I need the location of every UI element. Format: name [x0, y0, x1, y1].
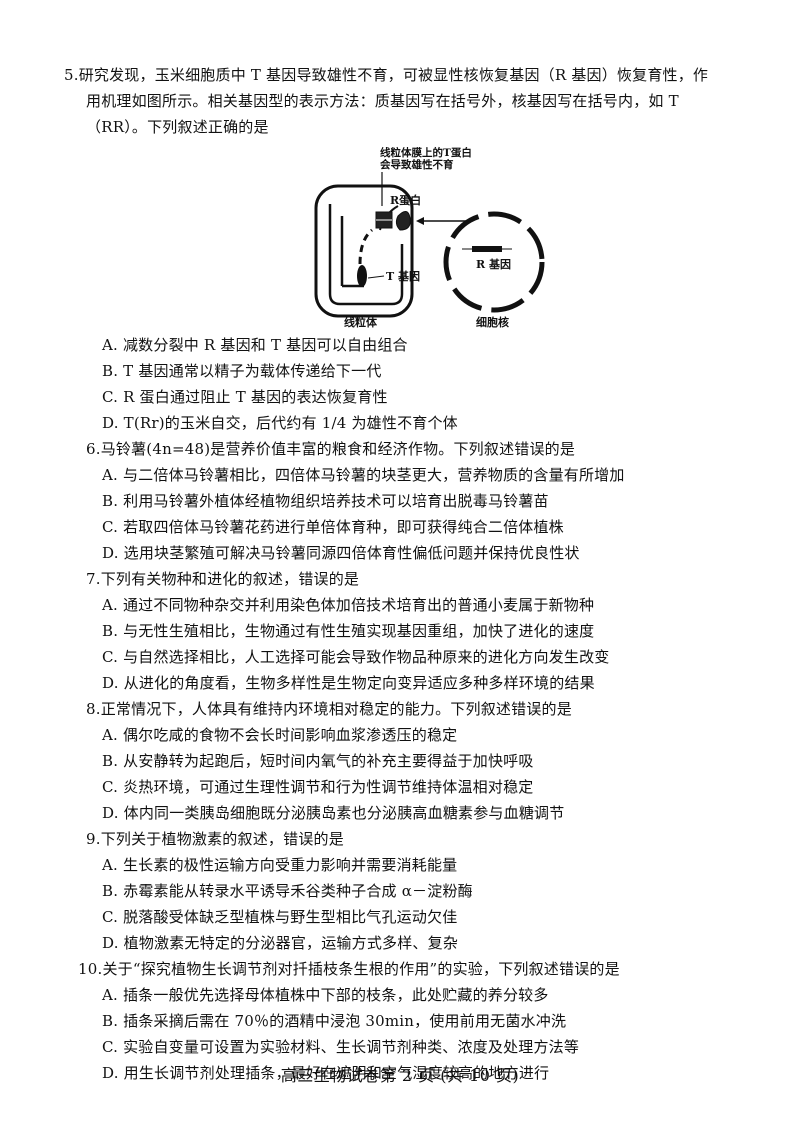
question-9-option-d: D. 植物激素无特定的分泌器官，运输方式多样、复杂 [102, 934, 459, 952]
question-10-option-c: C. 实验自变量可设置为实验材料、生长调节剂种类、浓度及处理方法等 [102, 1038, 580, 1056]
question-6-option-a: A. 与二倍体马铃薯相比，四倍体马铃薯的块茎更大，营养物质的含量有所增加 [102, 466, 625, 484]
question-10-option-d: D. 用生长调节剂处理插条，最好在遮阴和空气湿度较高的地方进行 [102, 1064, 550, 1082]
question-6-option-d: D. 选用块茎繁殖可解决马铃薯同源四倍体育性偏低问题并保持优良性状 [102, 544, 580, 562]
t-protein-label-line-2: 会导致雄性不育 [380, 158, 454, 171]
question-9-option-c: C. 脱落酸受体缺乏型植株与野生型相比气孔运动欠佳 [102, 908, 458, 926]
question-5: 5.研究发现，玉米细胞质中 T 基因导致雄性不育，可被显性核恢复基因（R 基因）… [40, 62, 760, 436]
question-7-option-a: A. 通过不同物种杂交并利用染色体加倍技术培育出的普通小麦属于新物种 [102, 596, 595, 614]
r-protein-label: R蛋白 [390, 193, 421, 207]
mitochondrion-inner-membrane [328, 204, 404, 306]
nucleus-envelope [443, 211, 545, 313]
page-footer: 高三生物试卷第 2 页 (共 10 页) [280, 1066, 520, 1085]
question-5-option-d: D. T(Rr)的玉米自交，后代约有 1/4 为雄性不育个体 [102, 414, 458, 432]
question-5-option-c: C. R 蛋白通过阻止 T 基因的表达恢复育性 [102, 388, 388, 406]
question-7: 7.下列有关物种和进化的叙述，错误的是 A. 通过不同物种杂交并利用染色体加倍技… [40, 566, 760, 696]
question-7-stem: 7.下列有关物种和进化的叙述，错误的是 [86, 570, 360, 588]
r-gene-label: R 基因 [476, 257, 511, 271]
mechanism-diagram: 线粒体膜上的T蛋白 会导致雄性不育 T 基因 [314, 146, 545, 328]
question-9-stem: 9.下列关于植物激素的叙述，错误的是 [86, 830, 344, 848]
question-5-stem-line-3: （RR）。下列叙述正确的是 [86, 118, 269, 136]
question-7-option-d: D. 从进化的角度看，生物多样性是生物定向变异适应多种多样环境的结果 [102, 674, 595, 692]
t-gene-label: T 基因 [386, 269, 420, 283]
question-8-option-c: C. 炎热环境，可通过生理性调节和行为性调节维持体温相对稳定 [102, 778, 534, 796]
nucleus-label: 细胞核 [476, 315, 509, 328]
question-10-option-b: B. 插条采摘后需在 70％的酒精中浸泡 30min，使用前用无菌水冲洗 [102, 1012, 567, 1030]
question-7-option-b: B. 与无性生殖相比，生物通过有性生殖实现基因重组，加快了进化的速度 [102, 622, 595, 640]
mitochondrion-outer-membrane [314, 184, 414, 318]
question-10: 10.关于“探究植物生长调节剂对扦插枝条生根的作用”的实验，下列叙述错误的是 A… [40, 956, 760, 1086]
r-protein-arrowhead [416, 217, 424, 225]
question-5-figure: 线粒体膜上的T蛋白 会导致雄性不育 T 基因 [40, 144, 760, 328]
question-5-stem-line-1: 5.研究发现，玉米细胞质中 T 基因导致雄性不育，可被显性核恢复基因（R 基因）… [64, 66, 709, 84]
question-6-option-c: C. 若取四倍体马铃薯花药进行单倍体育种，即可获得纯合二倍体植株 [102, 518, 564, 536]
question-9-option-a: A. 生长素的极性运输方向受重力影响并需要消耗能量 [102, 856, 458, 874]
question-10-stem: 10.关于“探究植物生长调节剂对扦插枝条生根的作用”的实验，下列叙述错误的是 [78, 960, 620, 978]
question-8-option-b: B. 从安静转为起跑后，短时间内氧气的补充主要得益于加快呼吸 [102, 752, 534, 770]
question-5-option-a: A. 减数分裂中 R 基因和 T 基因可以自由组合 [102, 336, 408, 354]
question-10-option-a: A. 插条一般优先选择母体植株中下部的枝条，此处贮藏的养分较多 [102, 986, 549, 1004]
question-9-option-b: B. 赤霉素能从转录水平诱导禾谷类种子合成 α－淀粉酶 [102, 882, 473, 900]
t-gene-pointer [367, 275, 385, 279]
question-7-option-c: C. 与自然选择相比，人工选择可能会导致作物品种原来的进化方向发生改变 [102, 648, 610, 666]
question-8-stem: 8.正常情况下，人体具有维持内环境相对稳定的能力。下列叙述错误的是 [86, 700, 572, 718]
mitochondrion-label: 线粒体 [344, 315, 378, 328]
question-5-option-b: B. T 基因通常以精子为载体传递给下一代 [102, 362, 382, 380]
question-8-option-d: D. 体内同一类胰岛细胞既分泌胰岛素也分泌胰高血糖素参与血糖调节 [102, 804, 565, 822]
expression-dashed-arrow [358, 228, 374, 265]
r-protein-shape [395, 211, 411, 231]
question-6-stem: 6.马铃薯(4n=48)是营养价值丰富的粮食和经济作物。下列叙述错误的是 [86, 440, 576, 458]
question-8: 8.正常情况下，人体具有维持内环境相对稳定的能力。下列叙述错误的是 A. 偶尔吃… [40, 696, 760, 826]
question-9: 9.下列关于植物激素的叙述，错误的是 A. 生长素的极性运输方向受重力影响并需要… [40, 826, 760, 956]
question-6-option-b: B. 利用马铃薯外植体经植物组织培养技术可以培育出脱毒马铃薯苗 [102, 492, 549, 510]
t-gene-mark [357, 265, 367, 287]
question-8-option-a: A. 偶尔吃咸的食物不会长时间影响血浆渗透压的稳定 [102, 726, 458, 744]
question-6: 6.马铃薯(4n=48)是营养价值丰富的粮食和经济作物。下列叙述错误的是 A. … [40, 436, 760, 566]
question-5-stem-line-2: 用机理如图所示。相关基因型的表示方法：质基因写在括号外，核基因写在括号内，如 T [86, 92, 679, 110]
t-protein-label-line-1: 线粒体膜上的T蛋白 [380, 146, 472, 159]
